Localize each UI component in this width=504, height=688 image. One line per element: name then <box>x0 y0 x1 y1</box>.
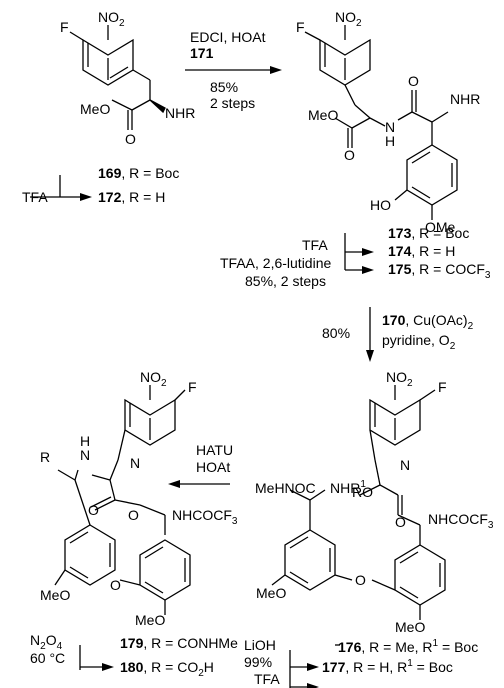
atom-labels: F NO2 MeO O NHR F NO2 MeO O N H O NHR HO… <box>40 9 494 635</box>
no2-179: NO2 <box>140 369 167 389</box>
f-atom-169: F <box>60 19 69 35</box>
ho-173: HO <box>370 197 391 213</box>
f-atom-179: F <box>188 379 197 395</box>
structure-179 <box>54 385 191 615</box>
step3-reagent: 170, Cu(OAc)2 <box>382 312 474 332</box>
nh-176: N <box>400 457 410 473</box>
nhcocf3-179: NHCOCF3 <box>172 507 238 527</box>
h-173: H <box>385 133 395 149</box>
o-179a: O <box>88 502 99 518</box>
no2-176: NO2 <box>386 369 413 389</box>
step2-reagent2: TFAA, 2,6-lutidine <box>220 255 331 271</box>
meo-179-bottom: MeO <box>135 612 165 628</box>
o-bridge-176: O <box>355 572 366 588</box>
label-169: 169, R = Boc <box>98 165 179 181</box>
label-172: 172, R = H <box>98 189 165 205</box>
f-atom-173: F <box>296 19 305 35</box>
no2-169: NO2 <box>98 9 125 29</box>
label-179: 179, R = CONHMe <box>120 635 238 651</box>
reaction-labels: EDCI, HOAt 171 85% 2 steps 169, R = Boc … <box>22 29 491 687</box>
step1-yield: 85% <box>210 79 238 95</box>
step1-steps: 2 steps <box>210 95 255 111</box>
step4-reagent1: HATU <box>196 442 233 458</box>
no2-173: NO2 <box>335 9 362 29</box>
step6-temp: 60 °C <box>30 650 65 666</box>
r-179: R <box>40 449 50 465</box>
meo-169: MeO <box>80 101 110 117</box>
step4-reagent2: HOAt <box>196 459 230 475</box>
step5-reagent: LiOH <box>244 637 276 653</box>
f-atom-176: F <box>438 379 447 395</box>
label-176: 176, R = Me, R1 = Boc <box>338 638 478 655</box>
label-180: 180, R = CO2H <box>120 659 214 679</box>
o-173a: O <box>344 147 355 163</box>
n-179a: N <box>80 447 90 463</box>
step5-reagent2: TFA <box>254 671 280 687</box>
o-bridge-179: O <box>110 577 121 593</box>
meh-noc-176: MeHNOC <box>255 480 316 496</box>
step6-reagent: N2O4 <box>30 632 63 652</box>
ro-176: RO <box>352 484 373 500</box>
meo-179-left: MeO <box>40 587 70 603</box>
n-173: N <box>385 119 395 135</box>
nhr-169: NHR <box>165 105 195 121</box>
step2-reagent1: TFA <box>302 237 328 253</box>
meo-176-left: MeO <box>256 585 286 601</box>
structure-169 <box>69 25 166 130</box>
o-179b: O <box>128 507 139 523</box>
meo-173: MeO <box>308 107 338 123</box>
meo-176-bottom: MeO <box>395 619 425 635</box>
step3-line2: pyridine, O2 <box>382 332 456 352</box>
nhcocf3-176: NHCOCF3 <box>428 511 494 531</box>
label-177: 177, R = H, R1 = Boc <box>322 658 453 675</box>
label-175: 175, R = COCF3 <box>388 261 491 281</box>
structure-176 <box>271 385 446 620</box>
o-176: O <box>395 514 406 530</box>
nhr-173: NHR <box>450 91 480 107</box>
o-169: O <box>125 131 136 147</box>
nh-179: N <box>130 455 140 471</box>
step3-yield: 80% <box>322 325 350 341</box>
tfa-1: TFA <box>22 189 48 205</box>
step1-reagents: EDCI, HOAt <box>190 29 266 45</box>
o-173b: O <box>408 73 419 89</box>
ome-173: OMe <box>425 219 456 235</box>
step2-yield: 85%, 2 steps <box>245 273 326 289</box>
h-179: H <box>80 433 90 449</box>
step5-yield: 99% <box>244 654 272 670</box>
step1-compound: 171 <box>190 45 214 61</box>
label-173: 173, R = Boc <box>388 225 469 241</box>
label-174: 174, R = H <box>388 243 455 259</box>
nhr1-176: NHR1 <box>330 479 366 496</box>
structure-173 <box>304 25 458 220</box>
